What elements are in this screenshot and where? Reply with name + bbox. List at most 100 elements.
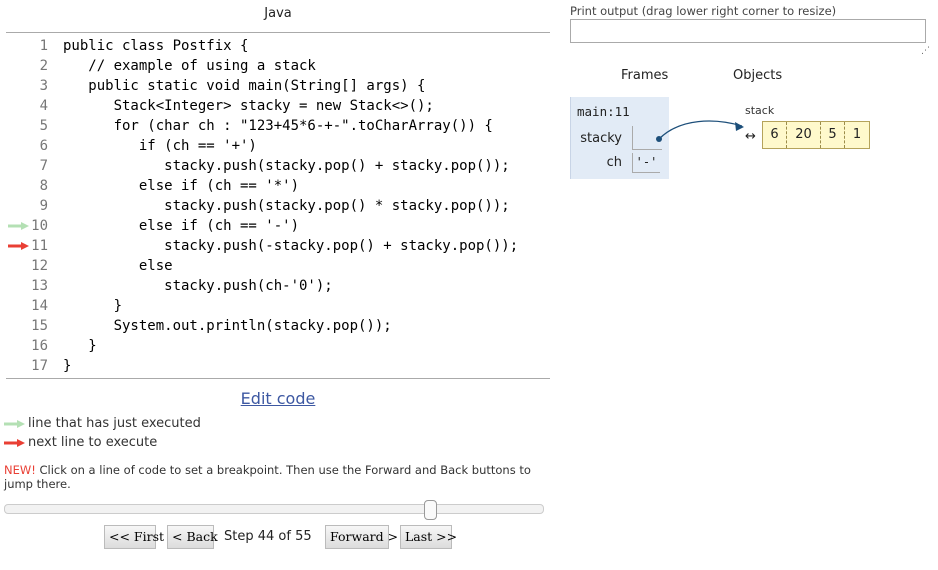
line-number: 7 [39,158,48,174]
line-source: public static void main(String[] args) { [63,78,426,94]
line-source: else if (ch == '-') [63,218,300,234]
line-number: 1 [39,38,48,54]
line-source: if (ch == '+') [63,138,257,154]
line-number: 10 [31,218,48,234]
var-stacky-value [632,126,662,150]
code-line[interactable]: 9 stacky.push(stacky.pop() * stacky.pop(… [6,196,550,216]
line-number: 17 [31,358,48,374]
line-source: Stack<Integer> stacky = new Stack<>(); [63,98,434,114]
breakpoint-gutter[interactable] [6,76,26,96]
code-line[interactable]: 13 stacky.push(ch-'0'); [6,276,550,296]
frames-heading: Frames [621,68,669,83]
line-number: 14 [31,298,48,314]
code-line[interactable]: 4 Stack<Integer> stacky = new Stack<>(); [6,96,550,116]
line-number: 13 [31,278,48,294]
legend-just-executed: line that has just executed [4,416,201,432]
code-line[interactable]: 6 if (ch == '+') [6,136,550,156]
line-source: stacky.push(ch-'0'); [63,278,333,294]
code-line[interactable]: 15 System.out.println(stacky.pop()); [6,316,550,336]
breakpoint-gutter[interactable] [6,156,26,176]
step-slider-handle[interactable] [423,500,437,520]
breakpoint-note: NEW! Click on a line of code to set a br… [4,463,534,491]
first-button[interactable]: << First [104,525,164,549]
last-button[interactable]: Last >> [400,525,457,549]
stack-cell: 6 [763,122,787,148]
code-line[interactable]: 11 stacky.push(-stacky.pop() + stacky.po… [6,236,550,256]
frame-title: main:11 [577,104,630,119]
new-badge: NEW! [4,463,36,477]
legend-just-executed-text: line that has just executed [28,416,201,431]
line-source: stacky.push(stacky.pop() + stacky.pop())… [63,158,510,174]
code-line[interactable]: 7 stacky.push(stacky.pop() + stacky.pop(… [6,156,550,176]
stack-object-label: stack [745,104,775,117]
stack-cell: 20 [787,122,821,148]
legend-next-line-text: next line to execute [28,435,158,450]
line-source: public class Postfix { [63,38,249,54]
stack-cell: 1 [852,127,862,142]
breakpoint-gutter[interactable] [6,256,26,276]
breakpoint-gutter[interactable] [6,276,26,296]
resize-grip-icon[interactable]: ⋰ [921,46,930,56]
forward-button[interactable]: Forward > [325,525,398,549]
stack-cell: 5 [821,122,845,148]
breakpoint-gutter[interactable] [6,36,26,56]
line-source: else [63,258,173,274]
var-stacky-name: stacky [580,131,622,146]
light-green-arrow-icon [8,222,29,230]
code-line[interactable]: 12 else [6,256,550,276]
breakpoint-gutter[interactable] [6,176,26,196]
line-source: stacky.push(stacky.pop() * stacky.pop())… [63,198,510,214]
objects-heading: Objects [733,68,783,83]
breakpoint-gutter[interactable] [6,136,26,156]
code-listing: 1 public class Postfix { 2 // example of u… [6,32,550,379]
print-output-box[interactable] [570,19,926,43]
line-source: } [63,298,123,314]
code-line[interactable]: 2 // example of using a stack [6,56,550,76]
breakpoint-gutter[interactable] [6,296,26,316]
breakpoint-gutter[interactable] [6,56,26,76]
breakpoint-gutter[interactable] [6,336,26,356]
edit-code-link[interactable]: Edit code [240,389,316,408]
line-number: 3 [39,78,48,94]
light-green-arrow-icon [4,419,25,428]
var-ch-name: ch [606,155,622,170]
line-source: else if (ch == '*') [63,178,300,194]
line-source: stacky.push(-stacky.pop() + stacky.pop()… [63,238,519,254]
pointer-arrowhead [735,122,744,131]
code-line[interactable]: 3 public static void main(String[] args)… [6,76,550,96]
pointer-arrow-line [658,120,743,140]
line-number: 16 [31,338,48,354]
breakpoint-note-text: Click on a line of code to set a breakpo… [4,463,531,491]
line-source: // example of using a stack [63,58,316,74]
code-line[interactable]: 14 } [6,296,550,316]
line-source: } [63,338,97,354]
breakpoint-gutter[interactable] [6,236,29,256]
line-source: for (char ch : "123+45*6-+-".toCharArray… [63,118,493,134]
code-line[interactable]: 10 else if (ch == '-') [6,216,550,236]
step-slider-track[interactable] [4,504,544,514]
line-number: 9 [39,198,48,214]
code-line[interactable]: 17} [6,356,550,376]
step-counter: Step 44 of 55 [224,529,312,544]
language-label: Java [264,6,292,21]
breakpoint-gutter[interactable] [6,196,26,216]
line-number: 15 [31,318,48,334]
red-arrow-icon [8,242,29,250]
breakpoint-gutter[interactable] [6,316,26,336]
line-number: 8 [39,178,48,194]
code-line[interactable]: 5 for (char ch : "123+45*6-+-".toCharArr… [6,116,550,136]
breakpoint-gutter[interactable] [6,216,29,236]
breakpoint-gutter[interactable] [6,356,26,376]
var-ch-value: '-' [632,153,660,173]
breakpoint-gutter[interactable] [6,96,26,116]
breakpoint-gutter[interactable] [6,116,26,136]
back-button[interactable]: < Back [167,525,218,549]
code-line[interactable]: 16 } [6,336,550,356]
line-source: System.out.println(stacky.pop()); [63,318,392,334]
left-right-arrow-icon: ↔ [745,129,756,144]
red-arrow-icon [4,438,25,447]
code-line[interactable]: 1 public class Postfix { [6,36,550,56]
line-number: 2 [39,58,48,74]
code-line[interactable]: 8 else if (ch == '*') [6,176,550,196]
